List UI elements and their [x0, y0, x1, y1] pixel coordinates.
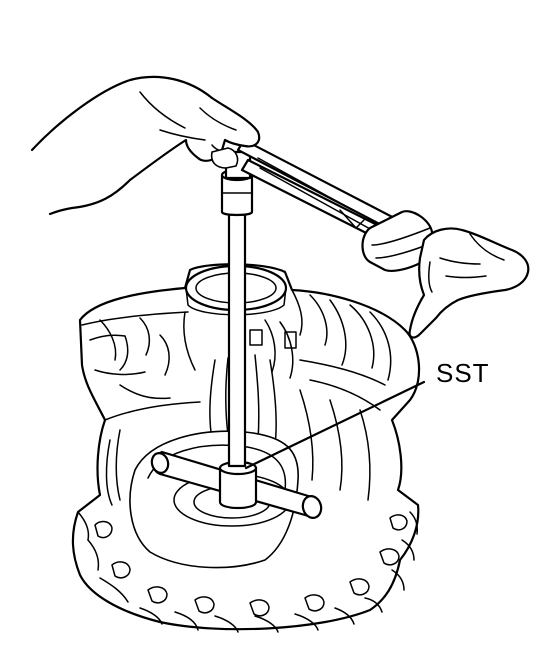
special-service-tool	[150, 450, 323, 519]
sst-leader-line	[244, 380, 426, 470]
torque-wrench	[236, 138, 438, 272]
extension-bar	[220, 150, 254, 468]
sst-callout: SST	[244, 358, 490, 470]
left-hand	[30, 75, 261, 216]
sst-label: SST	[436, 358, 490, 388]
right-hand	[408, 227, 530, 339]
